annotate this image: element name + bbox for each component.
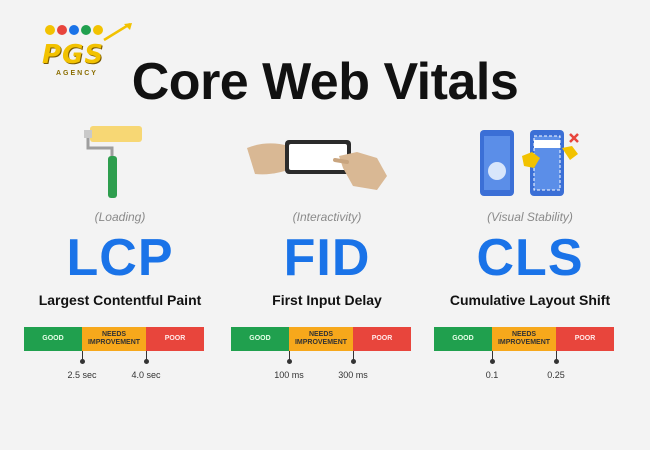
metric-name: Cumulative Layout Shift [449,292,611,308]
threshold-label: 4.0 sec [131,370,161,380]
metric-column-lcp: (Loading) LCP Largest Contentful Paint G… [20,120,220,410]
metric-column-cls: (Visual Stability) CLS Cumulative Layout… [430,120,630,410]
metric-column-fid: (Interactivity) FID First Input Delay GO… [227,120,427,410]
paint-roller-icon [20,126,220,198]
threshold-label: 2.5 sec [67,370,97,380]
brand-name: PGS [42,40,105,70]
threshold-marker [287,351,292,364]
good-segment: GOOD [24,327,82,351]
metric-name: Largest Contentful Paint [38,292,202,308]
good-segment: GOOD [231,327,289,351]
brand-logo: PGS AGENCY [34,22,134,82]
threshold-label: 100 ms [274,370,304,380]
threshold-marker [80,351,85,364]
threshold-bar: GOOD NEEDS IMPROVEMENT POOR [24,327,204,351]
category-label: (Interactivity) [292,210,362,224]
layout-shift-phones-icon [430,126,630,196]
threshold-label: 300 ms [338,370,368,380]
poor-segment: POOR [556,327,614,351]
phone-tap-icon [227,126,427,196]
brand-subtitle: AGENCY [56,70,98,77]
threshold-marker [351,351,356,364]
needs-improvement-segment: NEEDS IMPROVEMENT [289,327,353,351]
category-label: (Loading) [94,210,146,224]
poor-segment: POOR [353,327,411,351]
metric-acronym: CLS [476,229,584,287]
logo-icons [45,22,132,42]
threshold-label: 0.25 [547,370,565,380]
metric-acronym: FID [283,229,371,287]
category-label: (Visual Stability) [487,210,573,224]
threshold-bar: GOOD NEEDS IMPROVEMENT POOR [231,327,411,351]
needs-improvement-segment: NEEDS IMPROVEMENT [82,327,146,351]
threshold-marker [144,351,149,364]
threshold-marker [554,351,559,364]
poor-segment: POOR [146,327,204,351]
threshold-label: 0.1 [485,370,499,380]
needs-improvement-segment: NEEDS IMPROVEMENT [492,327,556,351]
metric-acronym: LCP [66,229,174,287]
good-segment: GOOD [434,327,492,351]
page-title: Core Web Vitals [131,53,519,111]
threshold-marker [490,351,495,364]
metric-name: First Input Delay [272,292,382,308]
threshold-bar: GOOD NEEDS IMPROVEMENT POOR [434,327,614,351]
